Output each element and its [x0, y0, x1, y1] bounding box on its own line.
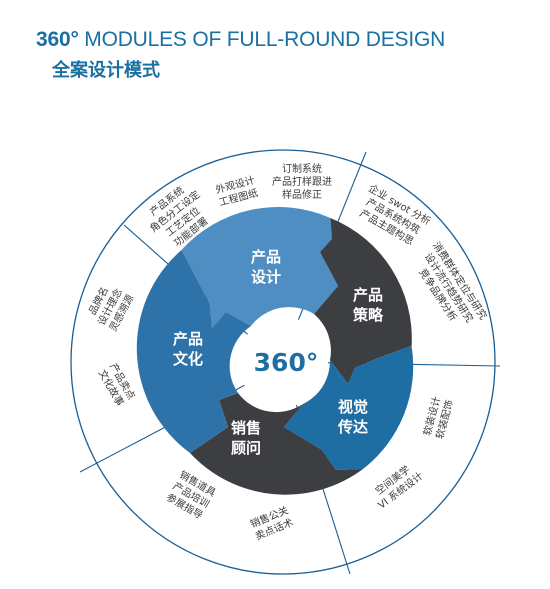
label-sales-consulting: 销售 顾问 — [231, 419, 261, 457]
desc-line: 产品打样跟进 — [272, 175, 332, 188]
segment-label-line: 产品 — [251, 248, 281, 266]
label-product-design: 产品 设计 — [251, 248, 281, 286]
title-chinese: 全案设计模式 — [52, 60, 160, 81]
segment-product-strategy[interactable] — [314, 218, 412, 384]
segment-label-line: 文化 — [173, 350, 203, 368]
desc-line: 样品修正 — [282, 188, 322, 201]
label-visual-communication: 视觉 传达 — [337, 398, 368, 436]
segment-label-line: 视觉 — [338, 398, 368, 416]
center-hub — [238, 317, 328, 407]
desc-line: 订制系统 — [282, 162, 322, 175]
segment-label-line: 传达 — [337, 418, 368, 436]
title-english-text: MODULES OF FULL-ROUND DESIGN — [78, 28, 446, 51]
segment-label-line: 顾问 — [231, 439, 261, 457]
segment-product-culture[interactable] — [136, 250, 251, 453]
center-label: 360° — [254, 348, 319, 377]
label-product-culture: 产品 文化 — [173, 330, 203, 368]
segment-label-line: 产品 — [173, 330, 203, 348]
desc-design-right: 订制系统 产品打样跟进 样品修正 — [272, 162, 332, 201]
label-product-strategy: 产品 策略 — [352, 286, 384, 324]
title-number: 360° — [36, 28, 79, 51]
segment-sales-consulting[interactable] — [190, 393, 363, 495]
segment-label-line: 设计 — [251, 268, 281, 286]
segment-label-line: 策略 — [352, 306, 384, 324]
segment-label-line: 销售 — [231, 419, 261, 437]
segment-visual-communication[interactable] — [284, 346, 414, 470]
title-english: 360° MODULES OF FULL-ROUND DESIGN — [36, 28, 445, 52]
segment-product-design[interactable] — [181, 207, 339, 328]
segment-label-line: 产品 — [353, 286, 383, 304]
